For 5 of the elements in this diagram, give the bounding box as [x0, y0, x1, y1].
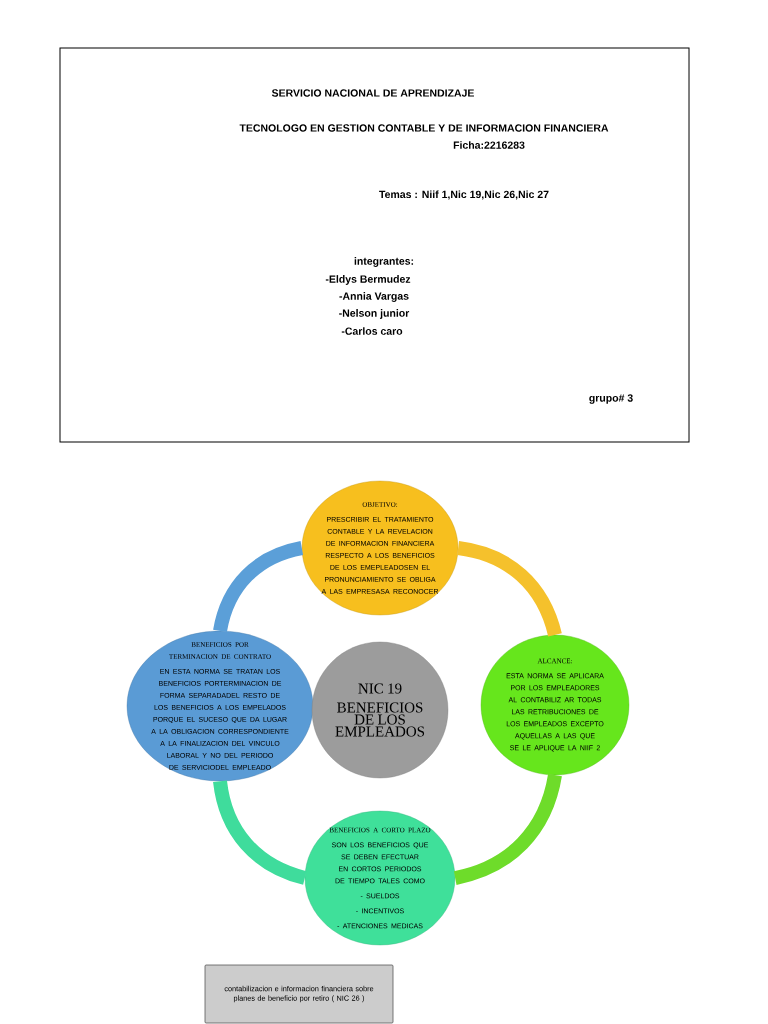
- ring-arc: [457, 541, 562, 637]
- ring-arc: [213, 780, 307, 885]
- ring-arc: [453, 773, 562, 885]
- cover-box: SERVICIO NACIONAL DE APRENDIZAJE TECNOLOGO EN GESTION CONTABLE Y DE INFORMACION FINANCIERA Ficha:2216283 Temas : Niif 1,Nic 19,Nic 26,Nic 27 integrantes: -Eldys Bermudez -Annia Vargas -Nelson junior -Carlos caro grupo# 3: [59, 47, 690, 443]
- ring-arc: [213, 541, 304, 633]
